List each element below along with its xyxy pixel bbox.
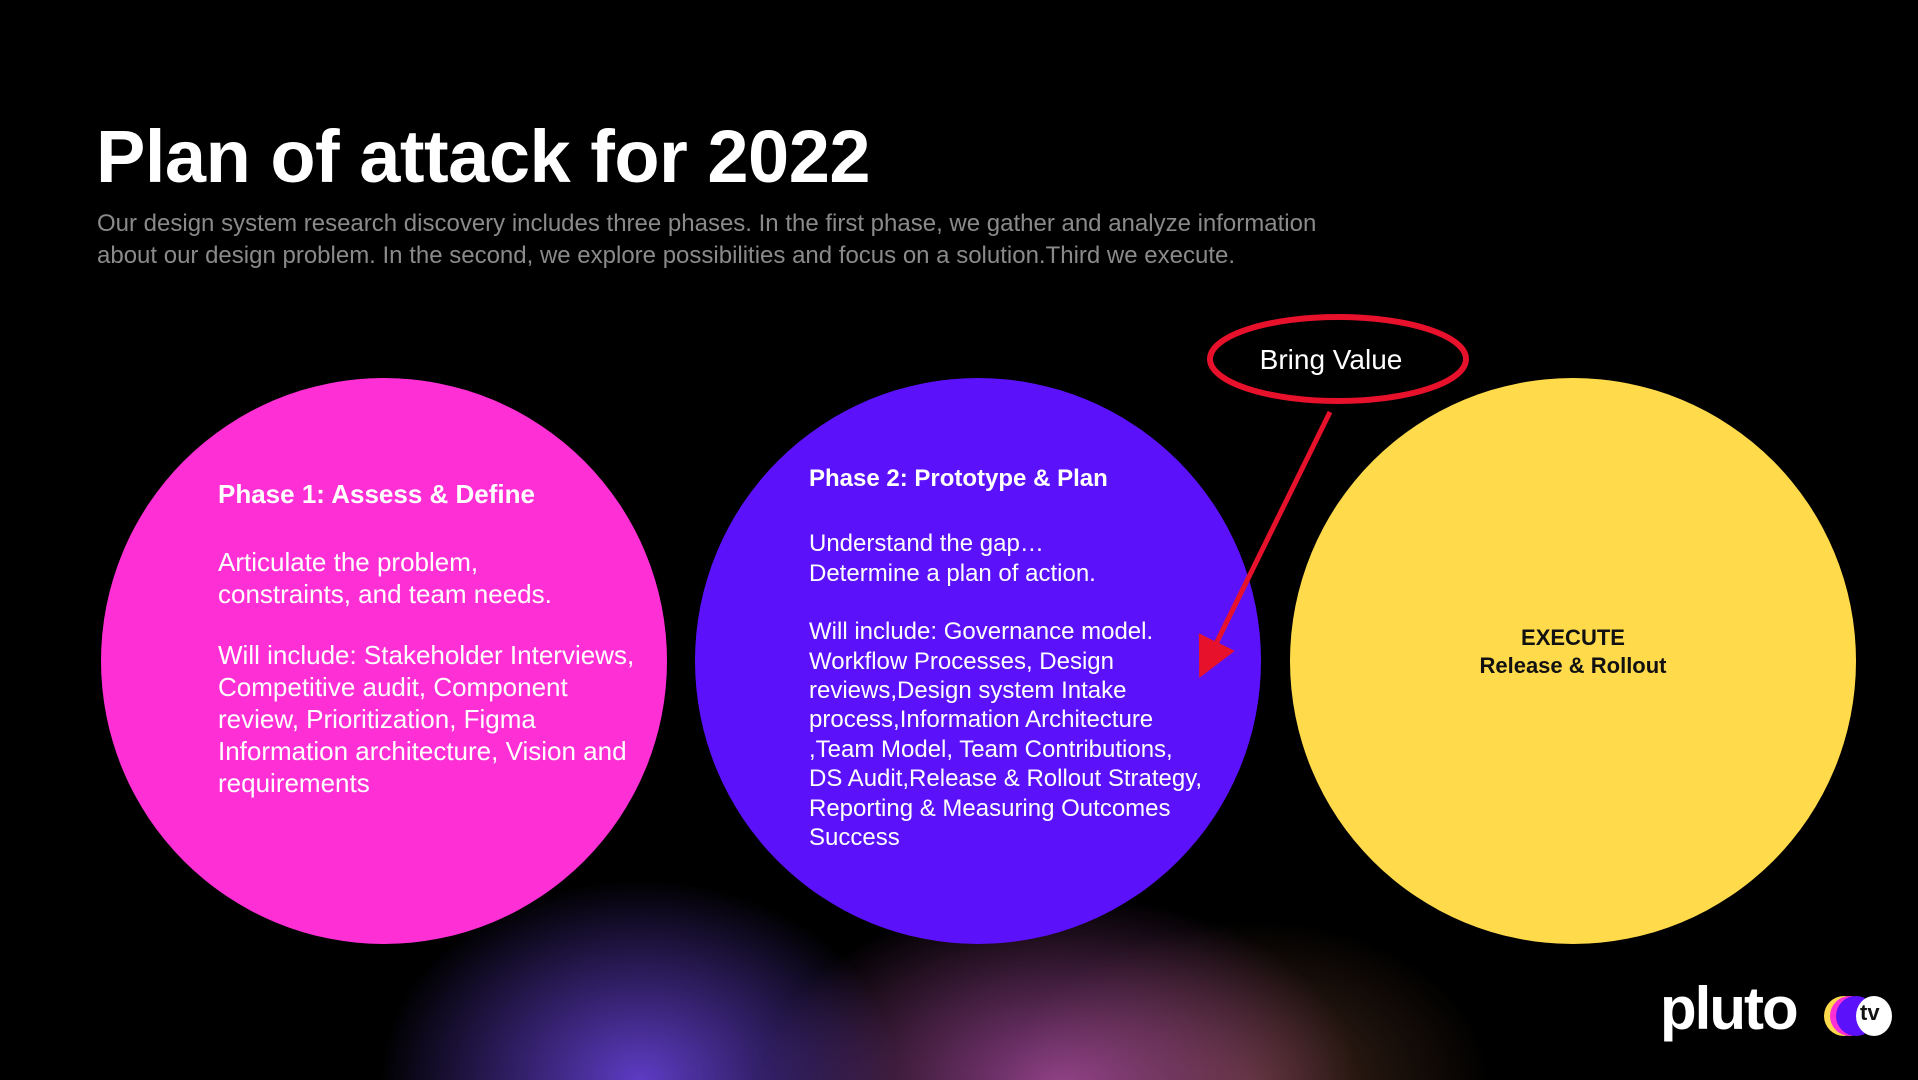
phase-2-line-2: Determine a plan of action. [809,559,1096,587]
logo-rainbow-icon [1824,996,1892,1036]
phase-3-line-1: EXECUTE [1521,625,1625,650]
phase-1-text: Phase 1: Assess & Define Articulate the … [218,478,638,828]
slide-title: Plan of attack for 2022 [96,115,871,198]
phase-3-circle [1290,378,1856,944]
phase-2-includes: Will include: Governance model. Workflow… [809,618,1203,852]
phase-2-heading: Phase 2: Prototype & Plan [809,465,1108,492]
phase-2-line-1: Understand the gap… [809,530,1044,558]
phase-2-text: Phase 2: Prototype & Plan Understand the… [809,464,1209,881]
slide-subtitle: Our design system research discovery inc… [97,208,1497,272]
logo-wordmark: pluto [1660,975,1799,1042]
subtitle-line-2: about our design problem. In the second,… [97,242,1236,269]
phase-1-line-1: Articulate the problem, [218,547,479,577]
phase-3-line-2: Release & Rollout [1479,653,1667,678]
callout-label: Bring Value [1259,344,1403,375]
logo-tv-text: tv [1860,1000,1880,1025]
phase-1-description: Articulate the problem, constraints, and… [218,546,638,610]
phase-1-heading: Phase 1: Assess & Define [218,479,535,509]
phase-3-text: EXECUTE Release & Rollout [1390,624,1756,680]
phase-1-circle [101,378,667,944]
phase-1-includes: Will include: Stakeholder Interviews, Co… [218,640,635,798]
phase-2-circle [695,378,1261,944]
subtitle-line-1: Our design system research discovery inc… [97,210,1317,237]
phase-1-line-2: constraints, and team needs. [218,579,552,609]
phase-2-description: Understand the gap… Determine a plan of … [809,529,1209,588]
